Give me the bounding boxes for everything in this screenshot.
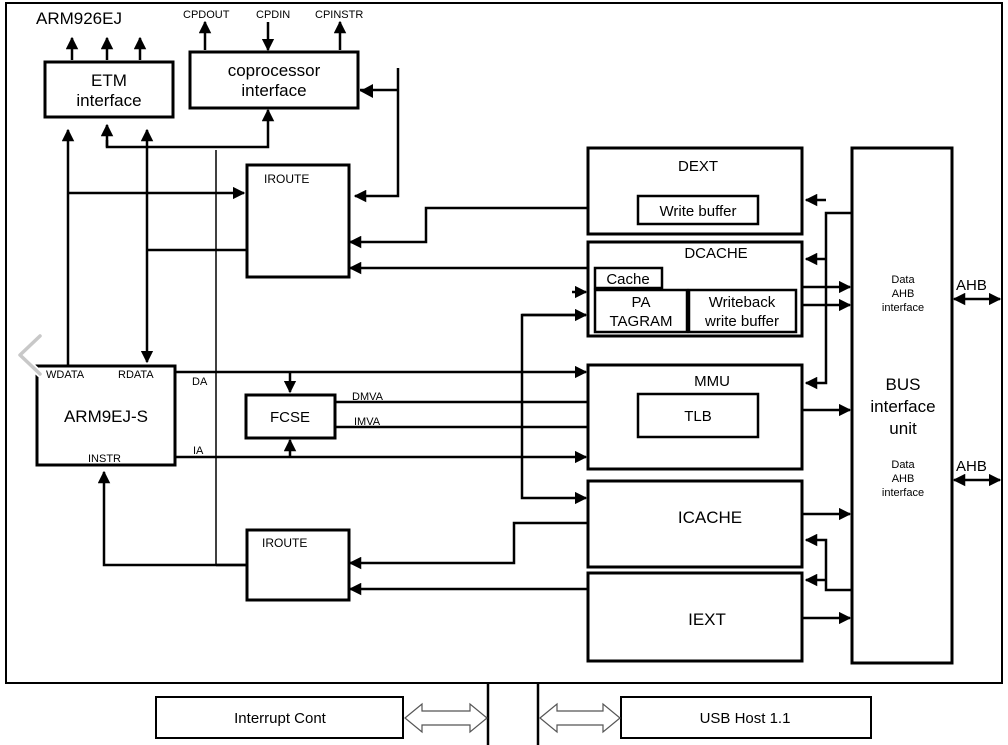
etm-label-2: interface <box>76 91 141 110</box>
etm-interface: ETM interface <box>43 60 175 119</box>
interrupt-controller: Interrupt Cont <box>155 696 404 739</box>
mmu: MMU TLB <box>586 363 804 471</box>
pa-tagram <box>593 288 689 334</box>
writeback-label-2: write buffer <box>704 313 779 330</box>
dmva-label: DMVA <box>352 391 384 403</box>
etm-label: ETM <box>91 71 127 90</box>
write-buffer <box>636 194 760 226</box>
interrupt-label: Interrupt Cont <box>234 710 327 727</box>
dcache-label: DCACHE <box>684 245 747 262</box>
wdata-label: WDATA <box>46 369 85 381</box>
dext: DEXT Write buffer <box>586 146 804 236</box>
pa-label: PA <box>632 294 651 311</box>
interrupt-bus-arrow <box>404 702 488 734</box>
writeback-label: Writeback <box>709 294 776 311</box>
data-ahb-top-label-2: AHB <box>892 288 915 300</box>
data-ahb-bottom-label-2: AHB <box>892 473 915 485</box>
cache-block <box>593 266 664 290</box>
mmu-label: MMU <box>694 373 730 390</box>
icache-label: ICACHE <box>678 508 742 527</box>
icache: ICACHE <box>586 479 804 569</box>
usb-host: USB Host 1.1 <box>620 696 872 739</box>
arm9ej-s-core: WDATA RDATA ARM9EJ-S INSTR <box>35 364 177 467</box>
dext-label: DEXT <box>678 158 718 175</box>
cpinstr-label: CPINSTR <box>315 9 363 21</box>
da-label: DA <box>192 376 208 388</box>
iroute-top: IROUTE <box>245 163 351 279</box>
rdata-label: RDATA <box>118 369 154 381</box>
biu-label-3: unit <box>889 419 917 438</box>
data-ahb-bottom-label-3: interface <box>882 487 924 499</box>
cache-label: Cache <box>606 271 649 288</box>
ia-label: IA <box>193 445 204 457</box>
tagram-label: TAGRAM <box>609 313 672 330</box>
bus-interface-unit: Data AHB interface BUS interface unit Da… <box>850 146 954 665</box>
imva-label: IMVA <box>354 416 381 428</box>
cpdin-label: CPDIN <box>256 9 290 21</box>
usb-bus-arrow <box>539 702 621 734</box>
usb-label: USB Host 1.1 <box>700 710 791 727</box>
chevron-left-icon[interactable] <box>14 332 48 378</box>
iext-label: IEXT <box>688 610 726 629</box>
arm926ej-title: ARM926EJ <box>36 9 122 28</box>
connection-lines <box>61 20 1002 625</box>
instr-label: INSTR <box>88 453 121 465</box>
tlb <box>636 392 760 439</box>
iext: IEXT <box>586 571 804 663</box>
coprocessor-interface: coprocessor interface <box>188 50 373 110</box>
tlb-label: TLB <box>684 408 712 425</box>
biu-label: BUS <box>886 375 921 394</box>
core-label: ARM9EJ-S <box>64 407 148 426</box>
data-ahb-bottom-label: Data <box>891 459 915 471</box>
fcse: FCSE <box>244 393 337 440</box>
iroute-bottom: IROUTE <box>245 528 351 602</box>
dcache: DCACHE Cache PA TAGRAM Writeback write b… <box>586 240 804 338</box>
iroute-top-label: IROUTE <box>264 172 309 186</box>
data-ahb-top-label: Data <box>891 274 915 286</box>
ahb-top-label: AHB <box>956 277 987 294</box>
cpdout-label: CPDOUT <box>183 9 230 21</box>
iroute-bottom-label: IROUTE <box>262 536 307 550</box>
coprocessor-input-arrow <box>360 84 373 98</box>
chip-boundary <box>5 2 1003 684</box>
writeback-buffer <box>687 288 798 334</box>
biu-label-2: interface <box>870 397 935 416</box>
data-ahb-top-label-3: interface <box>882 302 924 314</box>
ahb-bottom-label: AHB <box>956 458 987 475</box>
write-buffer-label: Write buffer <box>660 203 737 220</box>
coprocessor-label-2: interface <box>241 81 306 100</box>
coprocessor-label: coprocessor <box>228 61 321 80</box>
fcse-label: FCSE <box>270 409 310 426</box>
